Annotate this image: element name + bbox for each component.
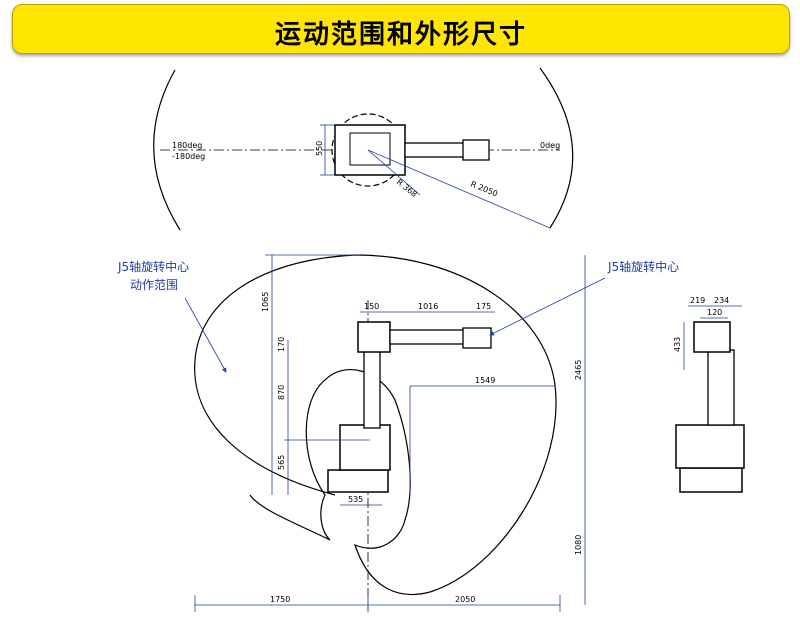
- side-wrist: [462, 327, 492, 349]
- dim-175: 175: [476, 302, 491, 311]
- annotation-left-line1: J5轴旋转中心: [117, 259, 189, 274]
- dim-870: 870: [277, 385, 286, 400]
- dim-1016: 1016: [418, 302, 438, 311]
- front-view: 219 234 120 433: [673, 296, 745, 493]
- angle-neg-180: -180deg: [172, 152, 205, 161]
- j5-work-envelope: [194, 254, 557, 596]
- top-view: 550 180deg -180deg 0deg R 368 R 2050: [153, 67, 574, 231]
- side-view: 1750 2050 1065 170 870 565 150 1016 175 …: [117, 254, 679, 612]
- front-column: [707, 349, 735, 426]
- front-turret: [675, 424, 745, 469]
- side-lower-arm: [363, 339, 381, 429]
- angle-180: 180deg: [172, 141, 202, 150]
- radius-368: R 368: [395, 177, 419, 198]
- dim-535: 535: [348, 495, 363, 504]
- dim-120: 120: [707, 308, 722, 317]
- side-turret: [339, 424, 391, 471]
- dim-1080: 1080: [574, 535, 583, 555]
- top-reach-arc: [153, 67, 574, 231]
- dim-1065: 1065: [261, 292, 270, 312]
- dim-565: 565: [277, 455, 286, 470]
- annotation-right: J5轴旋转中心: [607, 259, 679, 274]
- annotation-left-leader: [184, 297, 227, 373]
- top-robot-wrist: [462, 139, 490, 161]
- dim-1549: 1549: [475, 376, 495, 385]
- front-head: [693, 321, 731, 353]
- dim-2050: 2050: [455, 595, 475, 604]
- dim-2465: 2465: [574, 360, 583, 380]
- annotation-left-line2: 动作范围: [130, 278, 178, 292]
- side-upper-arm: [389, 329, 466, 345]
- page-title: 运动范围和外形尺寸: [274, 20, 527, 50]
- dim-550: 550: [315, 141, 324, 156]
- dim-234: 234: [714, 296, 729, 305]
- front-base: [679, 467, 743, 493]
- dim-150: 150: [364, 302, 379, 311]
- angle-0: 0deg: [540, 141, 560, 150]
- dim-219: 219: [690, 296, 705, 305]
- annotation-right-leader: [489, 277, 606, 336]
- dim-433: 433: [673, 337, 682, 352]
- side-elbow: [357, 321, 391, 353]
- side-base: [327, 469, 389, 493]
- title-bar: 运动范围和外形尺寸: [12, 4, 790, 54]
- dim-170: 170: [277, 337, 286, 352]
- dim-1750: 1750: [270, 595, 290, 604]
- top-robot-arm: [404, 142, 466, 158]
